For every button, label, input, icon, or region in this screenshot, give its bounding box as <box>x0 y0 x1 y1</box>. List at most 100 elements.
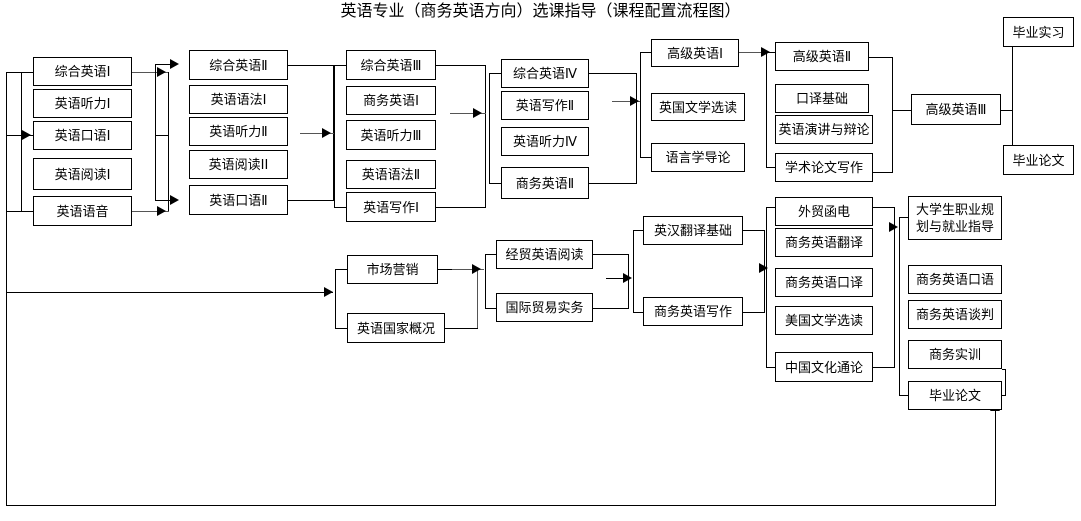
translate-in-top <box>633 230 643 231</box>
course-node[interactable]: 毕业论文 <box>1003 145 1074 175</box>
course-node[interactable]: 综合英语Ⅱ <box>189 50 288 80</box>
col4-in-bottom <box>489 183 501 184</box>
training-to-thesis-vert <box>1005 369 1006 395</box>
col2-to-col3-arrow <box>322 128 331 138</box>
col3-left-bracket <box>334 65 335 207</box>
business-base-out-spine <box>477 269 478 328</box>
career-in-top <box>899 217 908 218</box>
course-node[interactable]: 英语写作Ⅰ <box>346 192 436 222</box>
course-node[interactable]: 英语国家概况 <box>347 313 445 343</box>
col3-out-spine <box>485 65 486 207</box>
col6-top-out <box>869 57 893 58</box>
col4-out-spine <box>636 73 637 183</box>
left-spine-arrow-mid <box>22 130 31 140</box>
course-node[interactable]: 美国文学选读 <box>775 306 873 335</box>
course-node[interactable]: 商务英语翻译 <box>775 228 873 257</box>
page-title: 英语专业（商务英语方向）选课指导（课程配置流程图） <box>340 3 741 20</box>
translate-top-out <box>743 230 765 231</box>
bottom-feedback-line <box>6 505 996 506</box>
col2-top-out <box>288 65 334 66</box>
left-spine-to-business-base <box>6 292 333 293</box>
col2-bottom-out <box>288 200 334 201</box>
course-node[interactable]: 经贸英语阅读 <box>496 240 593 269</box>
course-node[interactable]: 高级英语Ⅱ <box>775 42 869 71</box>
business-adv-in-top <box>766 207 775 208</box>
course-node[interactable]: 高级英语Ⅲ <box>911 94 1001 125</box>
course-node[interactable]: 英语语法Ⅱ <box>346 160 436 189</box>
translate-in-bottom <box>633 312 643 313</box>
course-node[interactable]: 英语口语Ⅱ <box>189 185 288 215</box>
col5-left-bracket <box>640 52 641 157</box>
business-adv-bottom-out <box>873 367 895 368</box>
translate-bottom-out <box>743 312 765 313</box>
col6-to-adv3-line <box>892 110 911 111</box>
course-node[interactable]: 英语听力Ⅱ <box>189 117 288 146</box>
col5-in-top <box>640 52 651 53</box>
col2-out-spine <box>333 65 334 200</box>
course-node[interactable]: 英语听力Ⅳ <box>501 127 589 156</box>
business-base-in-bottom <box>335 328 347 329</box>
course-node[interactable]: 商务英语写作 <box>643 297 743 326</box>
course-node[interactable]: 综合英语Ⅲ <box>346 50 436 80</box>
course-node[interactable]: 英国文学选读 <box>651 93 745 121</box>
course-node[interactable]: 市场营销 <box>347 255 438 284</box>
col4-to-col5-arrow-line <box>612 101 640 102</box>
trade-in-top <box>485 254 496 255</box>
course-node[interactable]: 英语语法Ⅰ <box>189 85 288 114</box>
course-node[interactable]: 英语写作Ⅱ <box>501 91 589 120</box>
trade-to-translate-arrow <box>623 273 632 283</box>
course-node[interactable]: 综合英语Ⅰ <box>33 57 132 86</box>
course-node[interactable]: 商务英语Ⅰ <box>346 86 436 115</box>
col2-in-top-arrow <box>170 59 179 69</box>
course-node[interactable]: 商务英语谈判 <box>908 300 1002 329</box>
course-node[interactable]: 英语语音 <box>33 196 132 226</box>
col4-bottom-out <box>589 183 637 184</box>
business-base-in-top <box>335 269 347 270</box>
course-node[interactable]: 商务实训 <box>908 340 1002 369</box>
col1-bottom-arrow <box>157 206 166 216</box>
course-node[interactable]: 商务英语口语 <box>908 265 1002 294</box>
course-node[interactable]: 英语阅读ⅠⅠ <box>189 150 288 179</box>
course-node[interactable]: 国际贸易实务 <box>496 293 593 322</box>
col1-top-arrow <box>157 67 166 77</box>
col4-top-out <box>589 73 637 74</box>
left-spine-to-col1-top <box>6 72 33 73</box>
business-base-bracket <box>335 269 336 328</box>
course-node[interactable]: 英汉翻译基础 <box>643 216 743 245</box>
course-node[interactable]: 学术论文写作 <box>775 153 873 182</box>
col6-left-bracket <box>766 52 767 167</box>
col3-to-col4-arrow-line <box>450 113 486 114</box>
course-node[interactable]: 英语口语Ⅰ <box>33 121 132 150</box>
course-node[interactable]: 商务英语口译 <box>775 268 873 297</box>
trade-in-bottom <box>485 308 496 309</box>
col3-top-out <box>436 65 486 66</box>
course-node[interactable]: 口译基础 <box>775 84 869 113</box>
business-adv-to-career-arrow <box>889 222 898 232</box>
business-base-in-arrow <box>324 287 333 297</box>
col2-in-top <box>155 64 173 65</box>
grad-top-bracket <box>1012 32 1013 160</box>
course-node[interactable]: 高级英语Ⅰ <box>651 39 739 67</box>
col1-bottom-out <box>132 211 169 212</box>
course-node[interactable]: 综合英语Ⅳ <box>501 59 589 88</box>
training-to-thesis-bottom <box>1002 395 1006 396</box>
col2-to-col3-arrow-line <box>300 133 334 134</box>
course-node[interactable]: 英语阅读Ⅰ <box>33 158 132 190</box>
course-node[interactable]: 中国文化通论 <box>775 352 873 382</box>
course-node[interactable]: 毕业论文 <box>908 381 1002 410</box>
col4-in-top <box>489 73 501 74</box>
course-node[interactable]: 大学生职业规划与就业指导 <box>908 196 1002 240</box>
course-node[interactable]: 商务英语Ⅱ <box>501 167 589 199</box>
base-to-trade-arrow <box>472 264 481 274</box>
col4-to-col5-arrow <box>630 96 639 106</box>
trade-bottom-out <box>593 308 629 309</box>
trade-to-translate-line <box>606 278 630 279</box>
course-node[interactable]: 英语听力Ⅲ <box>346 120 436 150</box>
course-node[interactable]: 毕业实习 <box>1003 17 1074 47</box>
course-node[interactable]: 英语演讲与辩论 <box>775 115 873 144</box>
course-node[interactable]: 外贸函电 <box>775 197 873 226</box>
course-node[interactable]: 语言学导论 <box>651 143 745 172</box>
course-node[interactable]: 英语听力Ⅰ <box>33 89 132 118</box>
col5-to-col6-line <box>739 52 769 53</box>
